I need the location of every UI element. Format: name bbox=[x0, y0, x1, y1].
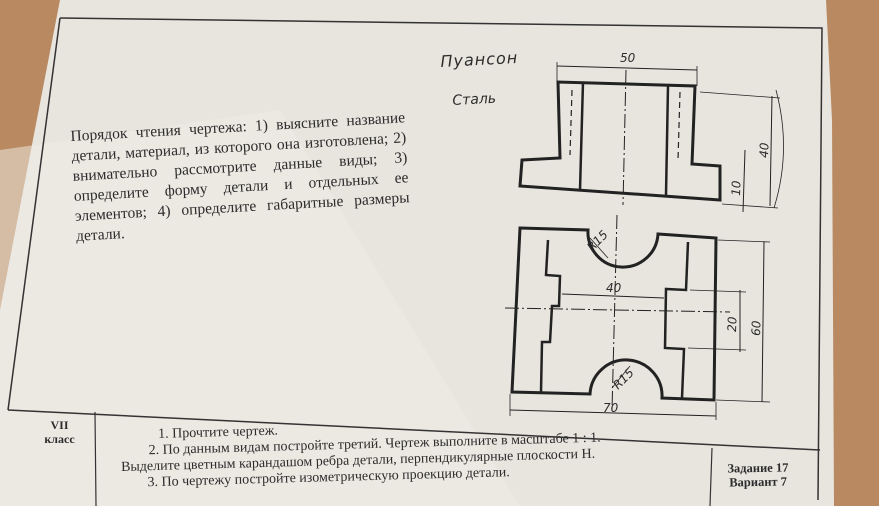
dim-slot: 20 bbox=[725, 316, 740, 332]
reading-instructions: Порядок чтения чертежа: 1) выясните назв… bbox=[70, 109, 410, 245]
paper-highlight bbox=[0, 110, 520, 506]
grade-cell: VII класс bbox=[32, 418, 87, 446]
dim-plan-width: 70 bbox=[603, 401, 619, 415]
assignment-number: Задание 17 bbox=[727, 460, 789, 476]
dim-top-step: 10 bbox=[729, 180, 744, 196]
part-material: Сталь bbox=[452, 90, 497, 109]
assignment-cell: Задание 17 Вариант 7 bbox=[718, 460, 798, 489]
plan-view bbox=[504, 214, 771, 420]
grade-word: класс bbox=[44, 432, 75, 446]
footer-col-divider-right bbox=[709, 447, 713, 506]
dim-top-height: 40 bbox=[757, 142, 772, 158]
variant-number: Вариант 7 bbox=[729, 474, 788, 490]
dim-inner-width: 40 bbox=[606, 281, 622, 295]
frame-border-left bbox=[7, 17, 61, 411]
dim-plan-height: 60 bbox=[749, 320, 764, 336]
front-view bbox=[518, 62, 784, 213]
footer-divider bbox=[7, 409, 821, 451]
footer-col-divider bbox=[94, 411, 97, 506]
part-name: Пуансон bbox=[440, 47, 519, 71]
grade-number: VII bbox=[50, 418, 69, 432]
dim-top-width: 50 bbox=[620, 51, 636, 65]
frame-border bbox=[59, 17, 823, 501]
